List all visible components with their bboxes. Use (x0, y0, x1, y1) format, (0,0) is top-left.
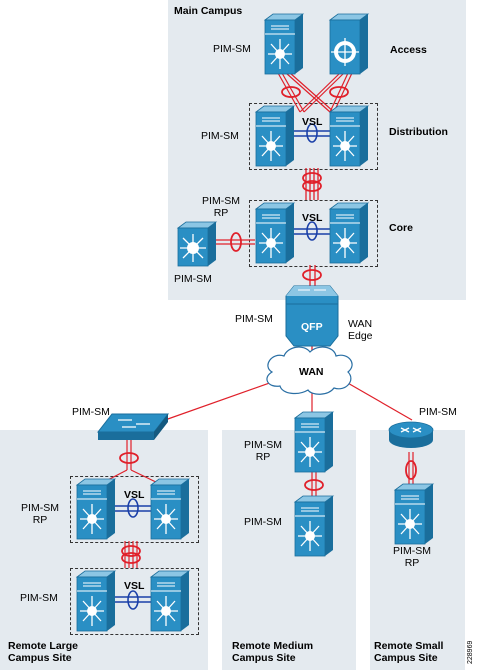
core-switch-icon (255, 202, 295, 264)
access-distribution-links (277, 72, 353, 113)
port-channel-ring-icon (405, 460, 417, 480)
remote-large-lower-vss-box (70, 568, 199, 635)
main-campus-label: Main Campus (174, 5, 243, 17)
core-side-switch-icon (176, 221, 218, 267)
remote-small-switch-icon (394, 483, 434, 545)
distribution-vsl-label: VSL (302, 116, 323, 128)
remote-small-panel (370, 430, 465, 670)
remote-medium-switch-icon (294, 411, 334, 473)
remote-medium-pim-rp-label: PIM-SM RP (244, 439, 282, 463)
access-pim-label: PIM-SM (213, 43, 251, 55)
vsl-ring-icon (127, 498, 139, 518)
remote-medium-panel (222, 430, 356, 670)
port-channel-ring-icon (119, 452, 139, 464)
remote-medium-pim-label: PIM-SM (244, 516, 282, 528)
figure-id: 228969 (467, 640, 474, 664)
remote-large-pim-label: PIM-SM (20, 592, 58, 604)
access-label: Access (390, 44, 427, 56)
remote-large-switch-icon (150, 570, 190, 632)
access-switch-icon (264, 13, 304, 75)
qfp-label: QFP (301, 321, 323, 333)
wan-label: WAN (299, 366, 324, 378)
remote-large-switch-icon (76, 570, 116, 632)
core-pim-rp-label: PIM-SM RP (202, 195, 240, 219)
vsl-ring-icon (306, 221, 318, 241)
core-switch-icon (329, 202, 369, 264)
remote-medium-switch-icon (294, 495, 334, 557)
port-channel-ring-icon (302, 269, 322, 281)
access-switch-alt-icon (328, 13, 370, 75)
distribution-switch-icon (255, 105, 295, 167)
remote-large-top-pim-label: PIM-SM (72, 406, 110, 418)
remote-small-pim-rp-label: PIM-SM RP (393, 545, 431, 569)
port-channel-ring-icon (304, 479, 324, 491)
remote-large-upper-vss-box (70, 476, 199, 543)
distribution-label: Distribution (389, 126, 448, 138)
port-channel-ring-icon (230, 232, 242, 252)
qfp-router-icon (285, 285, 339, 347)
core-left-links (216, 239, 255, 245)
remote-large-title: Remote Large Campus Site (8, 640, 79, 664)
remote-small-title: Remote Small Campus Site (374, 640, 444, 664)
remote-medium-title: Remote Medium Campus Site (232, 640, 314, 664)
remote-large-upper-vsl-label: VSL (124, 489, 145, 501)
blade-switch-icon (96, 413, 170, 440)
vsl-ring-icon (127, 590, 139, 610)
remote-large-switch-icon (150, 478, 190, 540)
remote-small-pim-label: PIM-SM (419, 406, 457, 418)
router-icon (388, 421, 434, 448)
remote-large-lower-vsl-label: VSL (124, 580, 145, 592)
distribution-switch-icon (329, 105, 369, 167)
wan-edge-label: WAN Edge (348, 318, 373, 342)
core-vss-box (249, 200, 378, 267)
remote-large-switch-icon (76, 478, 116, 540)
cloud-icon (266, 346, 353, 395)
remote-large-pim-rp-label: PIM-SM RP (21, 502, 59, 526)
core-side-pim-label: PIM-SM (174, 273, 212, 285)
distribution-pim-label: PIM-SM (201, 130, 239, 142)
core-label: Core (389, 222, 413, 234)
wan-edge-pim-label: PIM-SM (235, 313, 273, 325)
core-vsl-label: VSL (302, 212, 323, 224)
main-campus-panel (168, 0, 466, 300)
